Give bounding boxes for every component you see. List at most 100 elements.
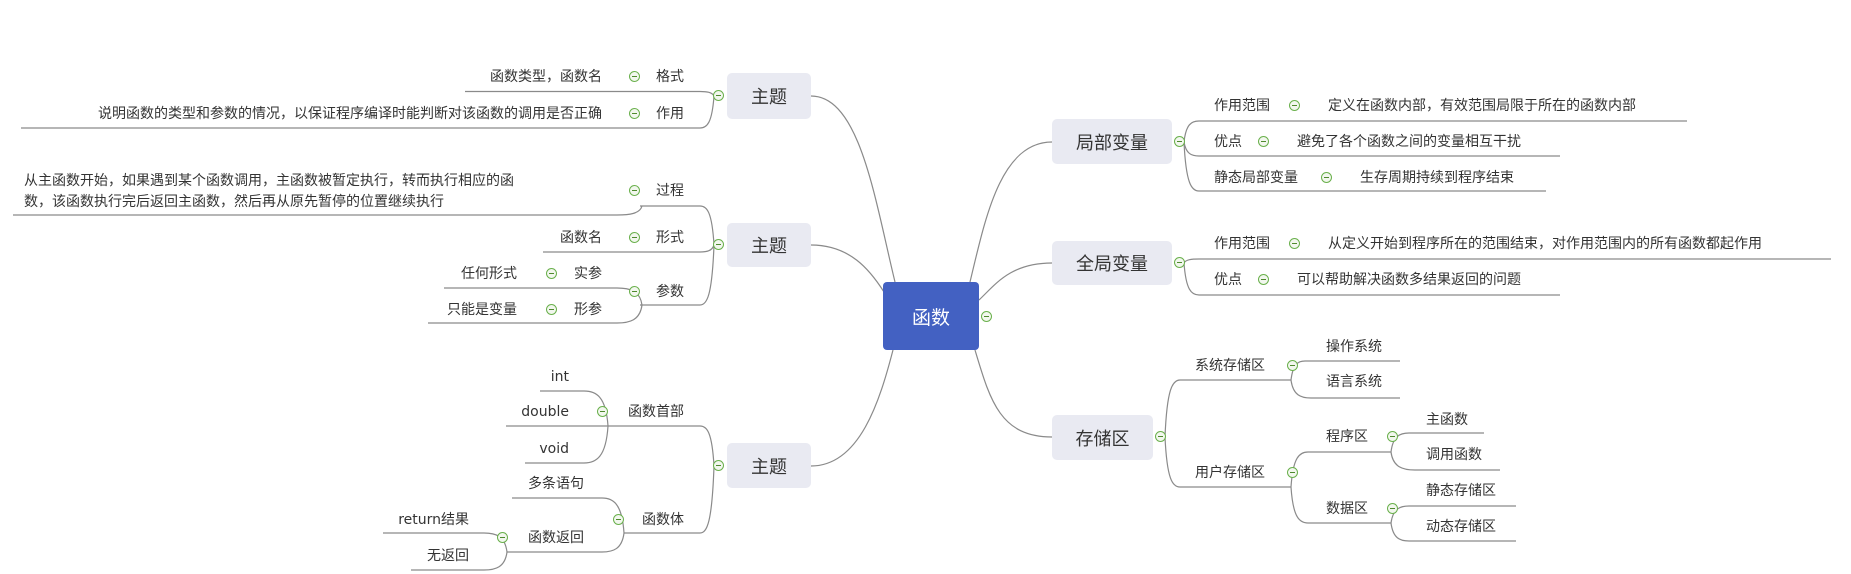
topic-label: 存储区 xyxy=(1075,428,1130,450)
node-advantage-value[interactable]: 可以帮助解决函数多结果返回的问题 xyxy=(1297,272,1521,288)
node-process-value-line2[interactable]: 数，该函数执行完后返回主函数，然后再从原先暂停的位置继续执行 xyxy=(24,194,444,210)
node-function-return[interactable]: 函数返回 xyxy=(528,530,584,546)
node-advantage-value[interactable]: 避免了各个函数之间的变量相互干扰 xyxy=(1297,134,1521,150)
root-node[interactable]: 函数 xyxy=(883,282,979,350)
node-form[interactable]: 形式 xyxy=(656,230,684,246)
collapse-icon[interactable] xyxy=(546,268,557,279)
node-scope-value[interactable]: 从定义开始到程序所在的范围结束，对作用范围内的所有函数都起作用 xyxy=(1328,236,1762,252)
node-os[interactable]: 操作系统 xyxy=(1326,339,1382,355)
collapse-icon[interactable] xyxy=(1174,136,1185,147)
collapse-icon[interactable] xyxy=(713,460,724,471)
topic-label: 局部变量 xyxy=(1076,132,1148,154)
collapse-icon[interactable] xyxy=(1289,238,1300,249)
node-scope[interactable]: 作用范围 xyxy=(1214,236,1270,252)
node-static-storage[interactable]: 静态存储区 xyxy=(1426,483,1496,499)
node-dynamic-storage[interactable]: 动态存储区 xyxy=(1426,519,1496,535)
connector-line xyxy=(13,205,643,216)
connector-line xyxy=(1290,379,1400,399)
collapse-icon[interactable] xyxy=(629,185,640,196)
collapse-icon[interactable] xyxy=(546,304,557,315)
collapse-icon[interactable] xyxy=(1287,467,1298,478)
collapse-icon[interactable] xyxy=(497,532,508,543)
node-static-local-value[interactable]: 生存周期持续到程序结束 xyxy=(1360,170,1514,186)
node-actual-param-value[interactable]: 任何形式 xyxy=(461,266,517,282)
collapse-icon[interactable] xyxy=(981,311,992,322)
connector-line xyxy=(1290,486,1391,524)
collapse-icon[interactable] xyxy=(1387,431,1398,442)
node-scope[interactable]: 作用范围 xyxy=(1214,98,1270,114)
connector-line xyxy=(21,95,715,129)
connector-line xyxy=(810,244,885,293)
connector-line xyxy=(974,349,1053,438)
node-system-storage[interactable]: 系统存储区 xyxy=(1195,358,1265,374)
node-static-local[interactable]: 静态局部变量 xyxy=(1214,170,1298,186)
node-format-value[interactable]: 函数类型，函数名 xyxy=(490,69,602,85)
topic-node[interactable]: 主题 xyxy=(727,73,811,119)
collapse-icon[interactable] xyxy=(1289,100,1300,111)
collapse-icon[interactable] xyxy=(1258,274,1269,285)
connector-line xyxy=(540,390,609,427)
node-format[interactable]: 格式 xyxy=(656,69,684,85)
topic-node[interactable]: 主题 xyxy=(727,223,811,267)
connector-line xyxy=(507,532,625,553)
connector-line xyxy=(1390,451,1500,471)
node-return-result[interactable]: return结果 xyxy=(398,512,469,528)
connector-line xyxy=(1164,379,1291,438)
topic-node[interactable]: 主题 xyxy=(727,443,811,488)
node-form-value[interactable]: 函数名 xyxy=(560,230,602,246)
collapse-icon[interactable] xyxy=(713,90,724,101)
topic-label: 主题 xyxy=(751,456,787,478)
topic-global-variable[interactable]: 全局变量 xyxy=(1052,241,1172,285)
connector-line xyxy=(1390,432,1484,453)
collapse-icon[interactable] xyxy=(629,71,640,82)
collapse-icon[interactable] xyxy=(597,406,608,417)
node-purpose[interactable]: 作用 xyxy=(656,106,684,122)
topic-label: 主题 xyxy=(751,87,787,108)
connector-line xyxy=(624,465,715,534)
node-main-function[interactable]: 主函数 xyxy=(1426,412,1468,428)
collapse-icon[interactable] xyxy=(613,514,624,525)
node-language-system[interactable]: 语言系统 xyxy=(1326,374,1382,390)
node-scope-value[interactable]: 定义在函数内部，有效范围局限于所在的函数内部 xyxy=(1328,98,1636,114)
node-function-header[interactable]: 函数首部 xyxy=(628,404,684,420)
node-program-area[interactable]: 程序区 xyxy=(1326,429,1368,445)
connector-line xyxy=(1390,505,1516,524)
connector-line xyxy=(640,244,715,306)
node-advantage[interactable]: 优点 xyxy=(1214,272,1242,288)
node-int[interactable]: int xyxy=(550,369,569,385)
collapse-icon[interactable] xyxy=(1258,136,1269,147)
collapse-icon[interactable] xyxy=(629,286,640,297)
node-statements[interactable]: 多条语句 xyxy=(528,476,584,492)
node-no-return[interactable]: 无返回 xyxy=(427,548,469,564)
connector-line xyxy=(1183,141,1546,192)
node-called-function[interactable]: 调用函数 xyxy=(1426,447,1482,463)
node-data-area[interactable]: 数据区 xyxy=(1326,501,1368,517)
node-actual-param[interactable]: 实参 xyxy=(574,266,602,282)
connector-line xyxy=(978,262,1053,301)
connector-line xyxy=(640,205,715,246)
node-function-body[interactable]: 函数体 xyxy=(642,512,684,528)
root-label: 函数 xyxy=(911,306,950,329)
collapse-icon[interactable] xyxy=(1287,360,1298,371)
collapse-icon[interactable] xyxy=(629,232,640,243)
collapse-icon[interactable] xyxy=(713,239,724,250)
collapse-icon[interactable] xyxy=(1321,172,1332,183)
node-advantage[interactable]: 优点 xyxy=(1214,134,1242,150)
collapse-icon[interactable] xyxy=(1387,503,1398,514)
node-formal-param-value[interactable]: 只能是变量 xyxy=(447,302,517,318)
node-void[interactable]: void xyxy=(539,441,569,457)
node-user-storage[interactable]: 用户存储区 xyxy=(1195,465,1265,481)
collapse-icon[interactable] xyxy=(629,108,640,119)
node-process-value-line1[interactable]: 从主函数开始，如果遇到某个函数调用，主函数被暂定执行，转而执行相应的函 xyxy=(24,173,514,189)
collapse-icon[interactable] xyxy=(1155,431,1166,442)
node-process[interactable]: 过程 xyxy=(656,183,684,199)
connector-line xyxy=(1290,451,1391,488)
topic-storage[interactable]: 存储区 xyxy=(1052,415,1153,460)
node-double[interactable]: double xyxy=(521,404,569,420)
node-purpose-value[interactable]: 说明函数的类型和参数的情况，以保证程序编译时能判断对该函数的调用是否正确 xyxy=(98,106,602,122)
node-params[interactable]: 参数 xyxy=(656,284,684,300)
topic-local-variable[interactable]: 局部变量 xyxy=(1052,119,1172,164)
node-formal-param[interactable]: 形参 xyxy=(574,302,602,318)
collapse-icon[interactable] xyxy=(1174,257,1185,268)
